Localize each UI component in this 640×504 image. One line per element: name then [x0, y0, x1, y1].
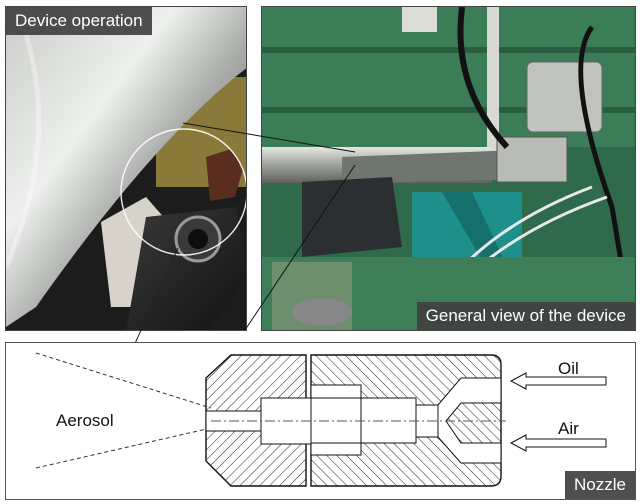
- general-view-photo: General view of the device: [261, 6, 636, 331]
- nozzle-diagram-panel: Aerosol Oil Air Nozzle: [5, 342, 636, 500]
- aerosol-label: Aerosol: [56, 411, 114, 430]
- nozzle-cross-section: [35, 352, 607, 487]
- device-operation-label: Device operation: [6, 7, 152, 35]
- device-operation-illustration: [6, 7, 246, 330]
- air-label: Air: [558, 419, 579, 438]
- general-view-illustration: [262, 7, 635, 330]
- nozzle-label: Nozzle: [565, 471, 635, 499]
- device-operation-photo: Device operation: [5, 6, 247, 331]
- oil-label: Oil: [558, 359, 579, 378]
- general-view-label: General view of the device: [416, 302, 635, 330]
